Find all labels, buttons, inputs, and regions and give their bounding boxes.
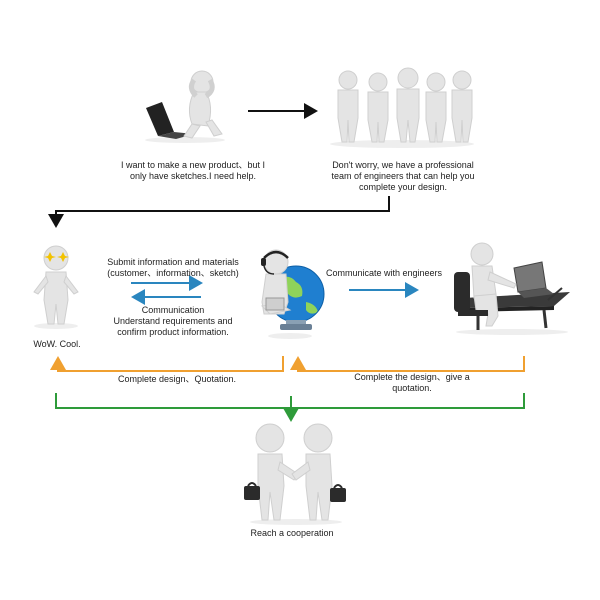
step1-line-1: I want to make a new product、but I [120, 160, 266, 170]
complete-design-right-text: Complete the design、give a quotation. [322, 372, 502, 394]
complete-design-right-line-2: quotation. [392, 383, 432, 393]
globe-support-icon [260, 249, 325, 339]
communication-line-2: Understand requirements and [113, 316, 233, 326]
handshake-icon [244, 423, 346, 525]
step2-line-1: Don't worry, we have a professional [332, 160, 474, 170]
arrow-to-submit-stage [48, 196, 390, 228]
communication-line-1: Communication [141, 305, 205, 315]
step1-line-2: only have sketches.I need help. [129, 171, 257, 181]
engineer-at-desk-icon [454, 242, 570, 335]
complete-design-right-line-1: Complete the design、give a [354, 372, 470, 382]
submit-line-1: Submit information and materials [107, 257, 239, 267]
reach-cooperation-label: Reach a cooperation [250, 528, 334, 538]
step1-text: I want to make a new product、but I only … [108, 160, 278, 182]
communication-line-3: confirm product information. [117, 327, 229, 337]
customer-label: WoW. Cool. [33, 339, 81, 349]
submit-text: Submit information and materials (custom… [88, 257, 258, 279]
orange-bracket-right [290, 356, 525, 372]
happy-customer-icon [33, 245, 79, 329]
complete-design-quotation-label: Complete design、Quotation. [117, 374, 237, 384]
step2-line-3: complete your design. [358, 182, 448, 192]
engineer-team-icon [330, 67, 474, 148]
orange-bracket-left [50, 356, 284, 372]
step2-line-2: team of engineers that can help you [331, 171, 475, 181]
submit-line-2: (customer、information、sketch) [107, 268, 239, 278]
communication-text: Communication Understand requirements an… [88, 305, 258, 338]
step2-text: Don't worry, we have a professional team… [318, 160, 488, 193]
person-with-laptop-icon [145, 70, 225, 143]
communicate-engineers-label: Communicate with engineers [325, 268, 443, 278]
